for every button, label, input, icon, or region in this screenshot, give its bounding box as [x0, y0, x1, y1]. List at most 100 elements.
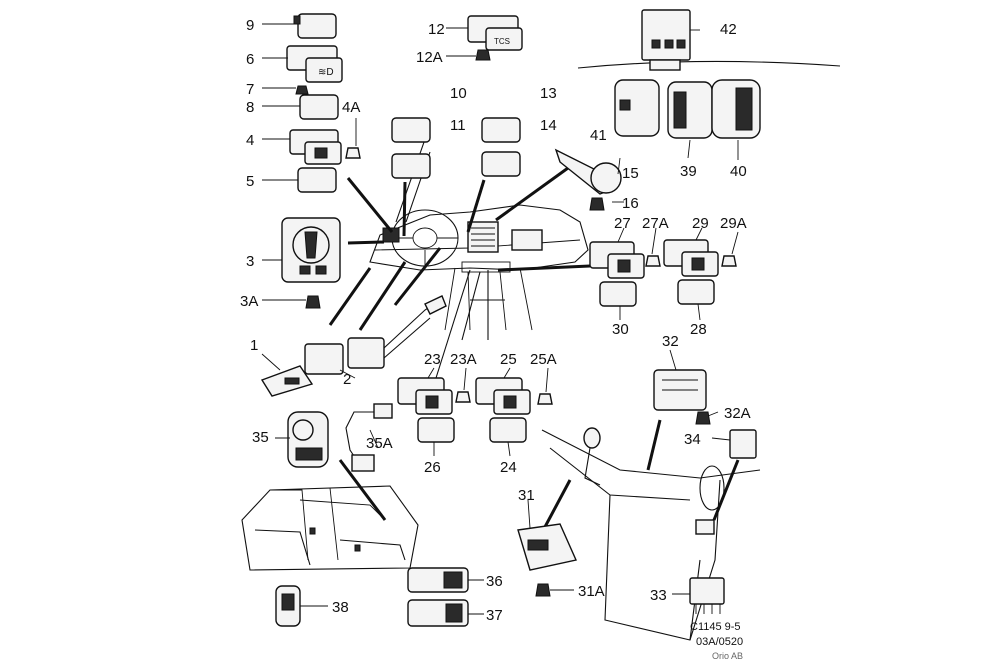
part-15-lighter	[554, 148, 622, 195]
label-24: 24	[500, 459, 517, 476]
label-32: 32	[662, 333, 679, 350]
label-7: 7	[246, 81, 254, 98]
part-23	[397, 377, 453, 415]
label-2: 2	[343, 371, 351, 388]
part-29a	[721, 255, 737, 267]
part-7	[295, 85, 309, 95]
label-38: 38	[332, 599, 349, 616]
label-12: 12	[428, 21, 445, 38]
label-37: 37	[486, 607, 503, 624]
part-31a	[535, 583, 551, 597]
label-3: 3	[246, 253, 254, 270]
part-27	[589, 241, 645, 279]
label-3a: 3A	[240, 293, 258, 310]
label-15: 15	[622, 165, 639, 182]
svg-text:≋D: ≋D	[318, 67, 334, 78]
dashboard-illustration	[369, 204, 589, 331]
label-23: 23	[424, 351, 441, 368]
callout-labels: 9 6 7 8 4A 4 5 3 3A 1 2 12 12A 10 11 13 …	[240, 17, 751, 624]
part-37	[407, 599, 469, 627]
part-30	[599, 281, 637, 307]
label-36: 36	[486, 573, 503, 590]
label-9: 9	[246, 17, 254, 34]
part-38	[275, 585, 301, 627]
part-35a-harness	[345, 403, 393, 472]
part-4	[289, 129, 342, 165]
label-30: 30	[612, 321, 629, 338]
label-42: 42	[720, 21, 737, 38]
label-12a: 12A	[416, 49, 443, 66]
part-26	[417, 417, 455, 443]
part-11	[391, 153, 431, 179]
label-6: 6	[246, 51, 254, 68]
label-25: 25	[500, 351, 517, 368]
part-13	[481, 117, 521, 143]
caption-credit: Orio AB	[712, 651, 743, 661]
label-28: 28	[690, 321, 707, 338]
part-16	[589, 197, 605, 211]
label-29: 29	[692, 215, 709, 232]
label-26: 26	[424, 459, 441, 476]
part-32	[653, 369, 707, 411]
part-8	[299, 94, 339, 120]
label-32a: 32A	[724, 405, 751, 422]
label-16: 16	[622, 195, 639, 212]
label-31: 31	[518, 487, 535, 504]
label-33: 33	[650, 587, 667, 604]
label-leaders	[261, 23, 739, 615]
label-39: 39	[680, 163, 697, 180]
label-27a: 27A	[642, 215, 669, 232]
caption-date: 03A/0520	[696, 636, 743, 648]
label-25a: 25A	[530, 351, 557, 368]
label-4: 4	[246, 132, 254, 149]
part-34	[729, 429, 757, 459]
part-35	[287, 411, 329, 468]
part-3a	[305, 295, 321, 309]
label-10: 10	[450, 85, 467, 102]
part-36	[407, 567, 469, 593]
caption-code: C1145 9-5	[690, 621, 741, 633]
part-42-overhead	[577, 9, 841, 71]
label-14: 14	[540, 117, 557, 134]
part-33	[689, 577, 725, 614]
console-illustration	[541, 427, 761, 641]
label-4a: 4A	[342, 99, 360, 116]
part-25	[475, 377, 531, 415]
part-31	[517, 523, 577, 571]
car-door-illustration	[241, 485, 419, 571]
part-10	[391, 117, 431, 143]
label-34: 34	[684, 431, 701, 448]
part-25a	[537, 393, 553, 405]
part-40	[711, 79, 761, 139]
label-27: 27	[614, 215, 631, 232]
label-31a: 31A	[578, 583, 605, 600]
part-2-stalk	[347, 295, 447, 369]
part-27a	[645, 255, 661, 267]
part-1-stalk	[260, 343, 344, 397]
caption: C1145 9-5 03A/0520 Orio AB	[690, 621, 743, 661]
part-3-headlight-switch	[281, 217, 341, 283]
label-13: 13	[540, 85, 557, 102]
part-6: ≋D	[286, 45, 343, 83]
label-23a: 23A	[450, 351, 477, 368]
part-28	[677, 279, 715, 305]
part-12a	[475, 49, 491, 61]
label-29a: 29A	[720, 215, 747, 232]
part-41	[614, 79, 660, 137]
part-5	[297, 167, 337, 193]
label-35a: 35A	[366, 435, 393, 452]
label-40: 40	[730, 163, 747, 180]
label-5: 5	[246, 173, 254, 190]
part-29	[663, 239, 719, 277]
part-24	[489, 417, 527, 443]
part-12: TCS	[467, 15, 523, 51]
label-8: 8	[246, 99, 254, 116]
part-39	[667, 81, 713, 139]
label-1: 1	[250, 337, 258, 354]
part-32a	[695, 411, 711, 425]
part-23a	[455, 391, 471, 403]
part-4a	[345, 147, 361, 159]
part-14	[481, 151, 521, 177]
label-11: 11	[450, 117, 466, 134]
